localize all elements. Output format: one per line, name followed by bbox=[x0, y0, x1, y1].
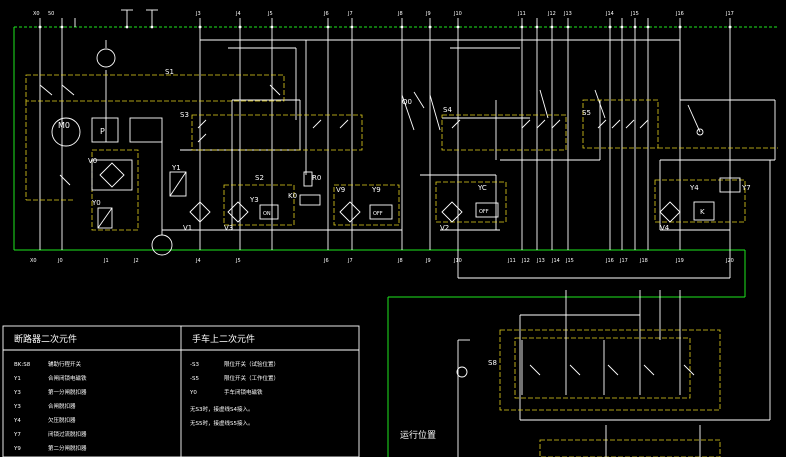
earth-bus bbox=[13, 26, 778, 457]
bottom-terminal-label: J5 bbox=[235, 258, 241, 264]
top-terminal-label: J16 bbox=[675, 11, 684, 17]
lower-motor-symbol bbox=[151, 234, 173, 256]
component-label-s3: S3 bbox=[180, 111, 189, 119]
top-terminal-labels: X0 50 J3 J4 J5 J6 J7 J8 J9 J10 J11 J12 J… bbox=[33, 11, 734, 17]
component-label-p: P bbox=[100, 127, 105, 136]
component-label-v2: V2 bbox=[440, 224, 449, 232]
bottom-terminal-label: J6 bbox=[323, 258, 329, 264]
bottom-terminal-label: J0 bbox=[57, 258, 63, 264]
bottom-terminal-label: J10 bbox=[453, 258, 462, 264]
component-symbols: M0 P V0 Y0 Y1 V1 V3 ON Y3 S2 R0 bbox=[51, 48, 751, 256]
component-label-off-1: OFF bbox=[373, 211, 383, 217]
top-terminal-label: J13 bbox=[563, 11, 572, 17]
bottom-terminal-label: J2 bbox=[133, 258, 139, 264]
bottom-terminal-label: J15 bbox=[565, 258, 574, 264]
component-label-v1: V1 bbox=[183, 224, 192, 232]
component-label-m0: M0 bbox=[58, 121, 70, 130]
component-label-s5: S5 bbox=[582, 109, 591, 117]
component-label-off-2: OFF bbox=[479, 209, 489, 215]
top-terminal-label: J14 bbox=[605, 11, 614, 17]
component-label-on: ON bbox=[263, 211, 271, 217]
top-terminal-label: J4 bbox=[235, 11, 241, 17]
bottom-terminal-label: J13 bbox=[536, 258, 545, 264]
bottom-terminal-label: J4 bbox=[195, 258, 201, 264]
top-terminal-label: J12 bbox=[547, 11, 556, 17]
bottom-terminal-label: J14 bbox=[551, 258, 560, 264]
bottom-terminal-label: J1 bbox=[103, 258, 109, 264]
component-label-yc: YC bbox=[477, 184, 487, 192]
bottom-terminal-label: J12 bbox=[521, 258, 530, 264]
top-terminal-label: J8 bbox=[397, 11, 403, 17]
component-label-s8: S8 bbox=[488, 359, 497, 367]
component-label-v0: V0 bbox=[88, 157, 97, 165]
component-label-s1: S1 bbox=[165, 68, 174, 76]
top-terminal-label: X0 bbox=[33, 11, 40, 17]
bottom-terminal-label: J18 bbox=[639, 258, 648, 264]
component-label-y4: Y4 bbox=[689, 184, 699, 192]
component-label-r0: R0 bbox=[312, 174, 321, 182]
component-label-v9: V9 bbox=[336, 186, 345, 194]
top-terminal-label: J11 bbox=[517, 11, 526, 17]
component-label-v4: V4 bbox=[660, 224, 670, 232]
bottom-terminal-label: J7 bbox=[347, 258, 353, 264]
bottom-terminal-label: J19 bbox=[675, 258, 684, 264]
component-label-y3: Y3 bbox=[249, 196, 259, 204]
aux-boundaries bbox=[25, 74, 778, 457]
bottom-terminal-label: J11 bbox=[507, 258, 516, 264]
component-label-y7: Y7 bbox=[741, 184, 751, 192]
run-position-label: 运行位置 bbox=[400, 429, 436, 441]
top-terminal-label: 50 bbox=[48, 11, 54, 17]
motor-m0-symbol bbox=[51, 117, 81, 147]
lamp-symbol bbox=[96, 48, 116, 68]
component-label-k-box: K bbox=[700, 208, 705, 216]
component-label-q0: Q0 bbox=[402, 98, 412, 106]
lower-board: S8 运行位置 bbox=[400, 290, 701, 457]
component-label-y9: Y9 bbox=[371, 186, 381, 194]
pressure-switch-p bbox=[91, 117, 119, 143]
top-terminal-label: J6 bbox=[323, 11, 329, 17]
top-terminal-label: J5 bbox=[267, 11, 273, 17]
component-label-y0: Y0 bbox=[91, 199, 101, 207]
bottom-terminal-label: J9 bbox=[425, 258, 431, 264]
component-label-y1: Y1 bbox=[171, 164, 181, 172]
bottom-terminal-label: J20 bbox=[725, 258, 734, 264]
bottom-terminal-label: J8 bbox=[397, 258, 403, 264]
component-label-s2: S2 bbox=[255, 174, 264, 182]
component-label-s4: S4 bbox=[443, 106, 452, 114]
top-terminal-posts bbox=[38, 9, 732, 250]
top-terminal-label: J15 bbox=[630, 11, 639, 17]
bottom-terminal-labels: X0 J0 J1 J2 J4 J5 J6 J7 J8 J9 J10 J11 J1… bbox=[30, 258, 734, 264]
top-terminal-label: J9 bbox=[425, 11, 431, 17]
top-terminal-label: J10 bbox=[453, 11, 462, 17]
bottom-terminal-label: J17 bbox=[619, 258, 628, 264]
bottom-terminal-label: J16 bbox=[605, 258, 614, 264]
component-label-k0: K0 bbox=[288, 192, 297, 200]
top-terminal-label: J3 bbox=[195, 11, 201, 17]
component-label-v3: V3 bbox=[224, 224, 233, 232]
top-terminal-label: J17 bbox=[725, 11, 734, 17]
bottom-terminal-label: X0 bbox=[30, 258, 37, 264]
top-terminal-label: J7 bbox=[347, 11, 353, 17]
